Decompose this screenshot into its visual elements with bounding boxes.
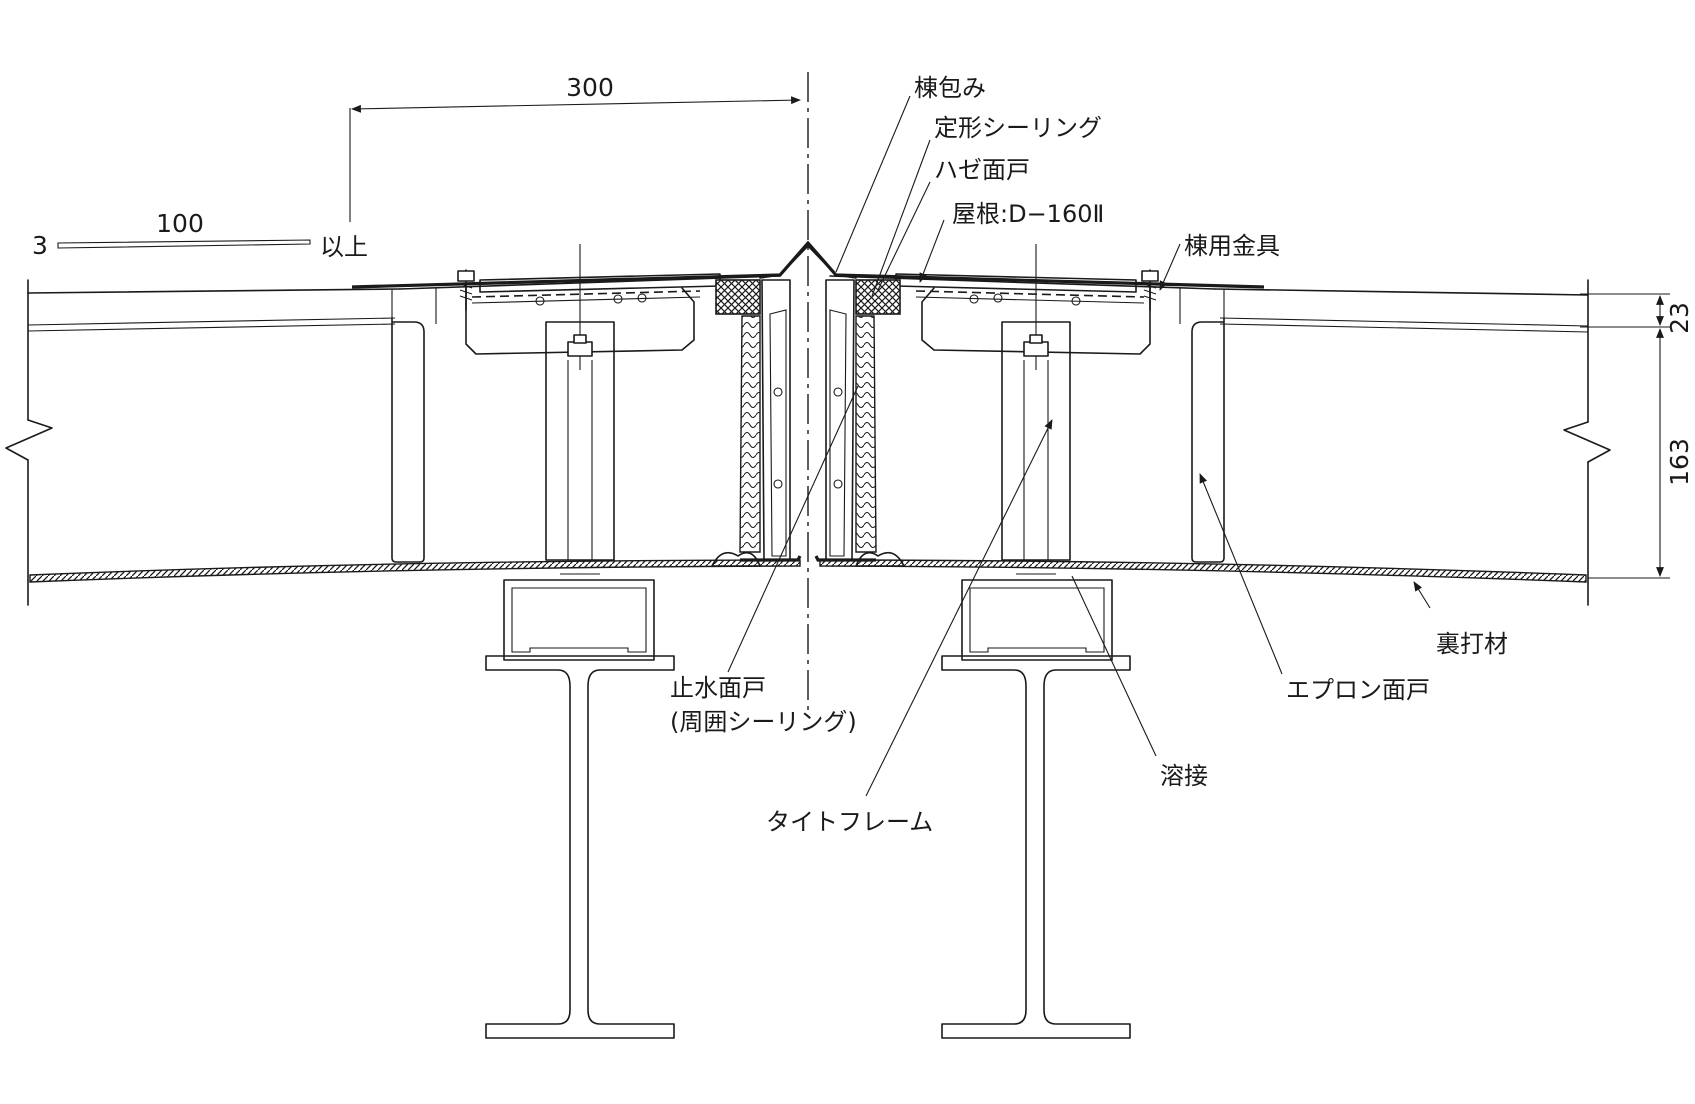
dimension-23-text: 23 (1665, 302, 1694, 334)
label-ridge-cover: 棟包み (914, 74, 986, 102)
slope-note-text: 以上 (320, 233, 368, 261)
ridge-bracket-right (895, 269, 1159, 355)
label-tight-frame: タイトフレーム (766, 808, 933, 836)
dimension-300: 300 (349, 73, 801, 222)
leader-lines (727, 95, 1431, 797)
label-roof-spec: 屋根:D−160Ⅱ (952, 200, 1104, 228)
label-perimeter-sealing: (周囲シーリング) (670, 708, 857, 736)
dimension-300-text: 300 (566, 73, 614, 102)
label-seam-face: ハゼ面戸 (934, 156, 1030, 184)
label-water-stop-face: 止水面戸 (670, 674, 766, 702)
slope-indicator: 100 3 以上 (32, 209, 368, 261)
water-stop-left (711, 279, 802, 567)
ridge-cover (351, 240, 1265, 289)
water-stop-right (814, 279, 905, 567)
roof-panel-right (819, 275, 1611, 606)
label-backing-material: 裏打材 (1436, 630, 1508, 658)
bolt-left (457, 269, 475, 311)
label-fixed-sealing: 定形シーリング (934, 114, 1102, 142)
slope-run-text: 100 (156, 209, 204, 238)
steel-beam-right (941, 655, 1131, 1039)
tight-frame-right (961, 244, 1113, 661)
bolt-right (1141, 269, 1159, 311)
tight-frame-left (503, 244, 655, 661)
slope-rise-text: 3 (32, 231, 48, 260)
dimension-vertical: 23 163 (1580, 293, 1694, 579)
steel-beam-left (485, 655, 675, 1039)
roof-panel-left (5, 275, 801, 606)
label-ridge-bracket: 棟用金具 (1184, 232, 1280, 260)
label-weld: 溶接 (1160, 762, 1208, 790)
ridge-bracket-left (457, 269, 721, 355)
label-apron-face: エプロン面戸 (1286, 676, 1430, 704)
dimension-163-text: 163 (1665, 438, 1694, 486)
